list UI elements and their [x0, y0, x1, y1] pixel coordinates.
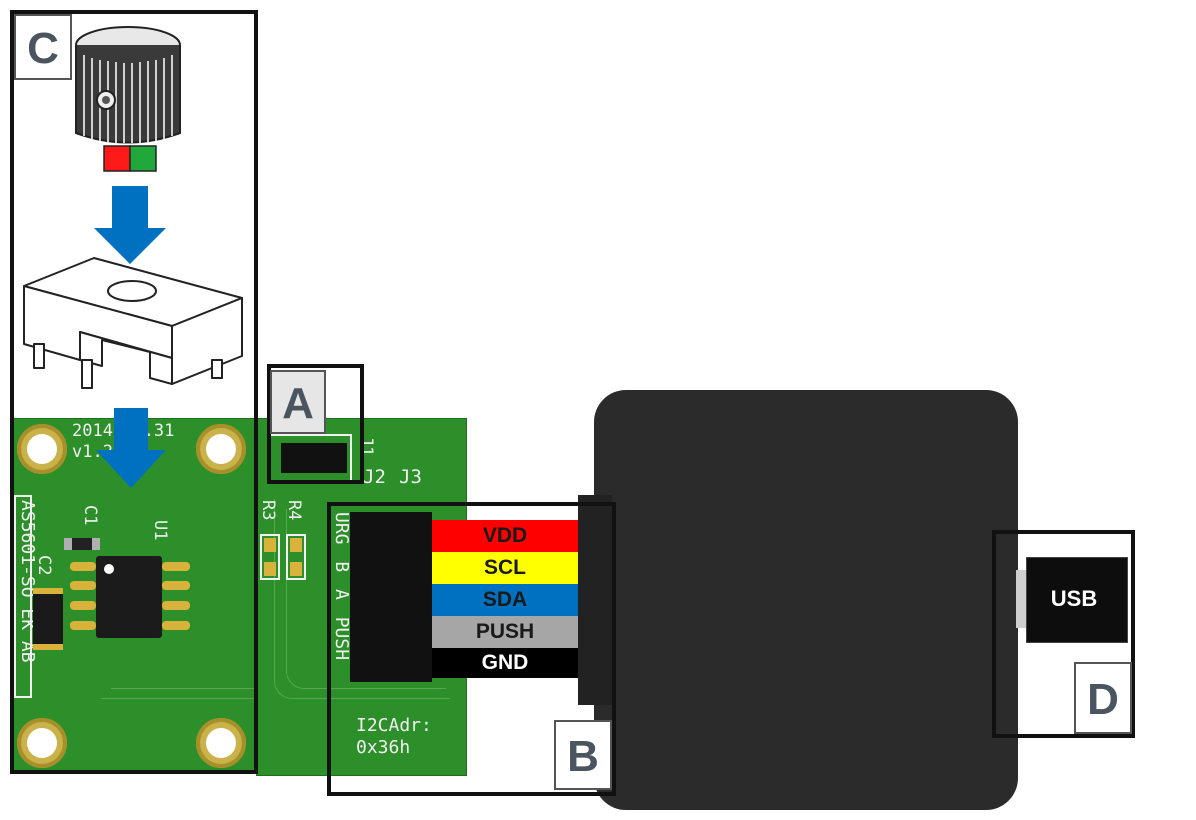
dongle-connector — [578, 495, 612, 705]
frame-b — [327, 502, 616, 796]
knurled-knob-icon — [75, 26, 181, 144]
capacitor-c2 — [33, 588, 63, 650]
label-a: A — [270, 370, 326, 434]
chip-pin — [162, 621, 190, 630]
chip-pin — [70, 621, 96, 630]
jumper-j1 — [281, 443, 347, 473]
frame-c — [10, 10, 258, 774]
wire-scl: SCL — [432, 552, 578, 584]
wire-gnd: GND — [432, 648, 578, 678]
pcb-trace — [286, 509, 446, 689]
down-arrow-icon — [94, 186, 166, 264]
chip-pin — [70, 601, 96, 610]
part-name-outline — [14, 495, 32, 698]
label-b: B — [554, 720, 612, 790]
magnet-holder-icon — [23, 257, 243, 389]
mounting-hole — [196, 718, 246, 768]
wire-vdd: VDD — [432, 520, 578, 552]
usb-plug — [1026, 557, 1128, 643]
i2c-address: 0x36h — [356, 737, 411, 758]
usb-label: USB — [1050, 586, 1098, 611]
header-connector — [350, 512, 432, 682]
resistor-r4 — [286, 534, 306, 580]
sensor-chip-u1 — [96, 556, 162, 638]
chip-pin — [70, 562, 96, 571]
capacitor-c1 — [64, 538, 100, 550]
usb-dongle — [594, 390, 1018, 810]
chip-pin — [162, 601, 190, 610]
frame-d — [992, 530, 1135, 738]
down-arrow-icon — [96, 408, 166, 488]
wire-sda: SDA — [432, 584, 578, 616]
magnet-icon — [103, 145, 157, 172]
chip-pin — [70, 581, 96, 590]
label-d: D — [1074, 662, 1132, 734]
frame-a — [267, 364, 364, 484]
chip-pin — [162, 562, 190, 571]
label-j3: J3 — [399, 466, 422, 488]
pcb-trace — [274, 499, 450, 699]
chip-pin — [162, 581, 190, 590]
mounting-hole — [196, 424, 246, 474]
label-j2: J2 — [363, 466, 386, 488]
label-c: C — [14, 14, 72, 80]
i2c-label: I2CAdr: — [356, 715, 432, 736]
resistor-r3 — [260, 534, 280, 580]
wire-push: PUSH — [432, 616, 578, 648]
mounting-hole — [17, 424, 67, 474]
mounting-hole — [17, 718, 67, 768]
